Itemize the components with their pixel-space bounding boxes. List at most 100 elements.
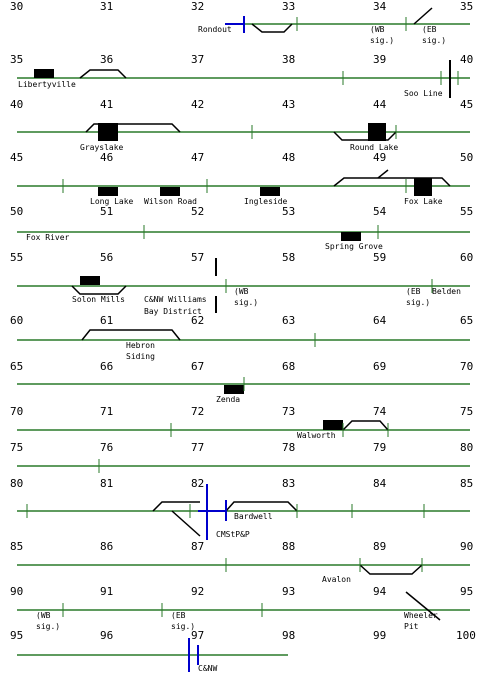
milepost-66: 66 — [100, 360, 113, 373]
milepost-37: 37 — [191, 53, 204, 66]
milepost-50: 50 — [460, 151, 473, 164]
milepost-64: 64 — [373, 314, 387, 327]
milepost-99: 99 — [373, 629, 386, 642]
milepost-42: 42 — [191, 98, 204, 111]
milepost-70: 70 — [460, 360, 473, 373]
station-label-hebron-2: Siding — [126, 352, 155, 361]
row-80-85: 80 81 82 83 84 85 Bardwell CMStP&P — [10, 477, 473, 540]
siding — [79, 69, 127, 79]
signal-label-wb-2: sig.) — [234, 298, 258, 307]
label-cnw-williams-bay-2: Bay District — [144, 307, 202, 316]
label-cmstpp: CMStP&P — [216, 530, 250, 539]
milepost-49: 49 — [373, 151, 386, 164]
station-wilson-road — [160, 187, 180, 196]
label-fox-river: Fox River — [26, 233, 70, 242]
milepost-92: 92 — [191, 585, 204, 598]
milepost-85: 85 — [460, 477, 473, 490]
station-label-long-lake: Long Lake — [90, 197, 134, 206]
milepost-50: 50 — [10, 205, 23, 218]
milepost-83: 83 — [282, 477, 295, 490]
row-50-55: 50 51 52 53 54 55 Fox River Spring Grove — [10, 205, 473, 251]
walworth-siding — [342, 420, 389, 431]
milepost-73: 73 — [282, 405, 295, 418]
row-30-35: 30 31 32 33 34 35 Rondout (WB sig.) (EB … — [10, 0, 473, 45]
milepost-70: 70 — [10, 405, 23, 418]
milepost-63: 63 — [282, 314, 295, 327]
milepost-36: 36 — [100, 53, 113, 66]
bardwell-siding — [225, 501, 298, 512]
milepost-90: 90 — [10, 585, 23, 598]
milepost-94: 94 — [373, 585, 387, 598]
milepost-31: 31 — [100, 0, 113, 13]
milepost-97: 97 — [191, 629, 204, 642]
milepost-79: 79 — [373, 441, 386, 454]
row-60-65: 60 61 62 63 64 65 Hebron Siding — [10, 314, 473, 361]
row-55-60: 55 56 57 58 59 60 Solon Mills C&NW Willi… — [10, 251, 473, 316]
row-85-90: 85 86 87 88 89 90 Avalon — [10, 540, 473, 584]
station-label-avalon: Avalon — [322, 575, 351, 584]
station-grayslake — [98, 123, 118, 141]
station-walworth — [323, 420, 343, 430]
label-cnw: C&NW — [198, 664, 217, 673]
station-round-lake — [368, 123, 386, 141]
milepost-65: 65 — [460, 314, 473, 327]
milepost-34: 34 — [373, 0, 387, 13]
signal-label-eb: (EB — [171, 611, 186, 620]
round-lake-siding — [333, 131, 397, 141]
milepost-40: 40 — [460, 53, 473, 66]
milepost-55: 55 — [460, 205, 473, 218]
milepost-56: 56 — [100, 251, 113, 264]
label-soo-line: Soo Line — [404, 89, 443, 98]
rondout-siding — [251, 23, 293, 33]
milepost-47: 47 — [191, 151, 204, 164]
milepost-40: 40 — [10, 98, 23, 111]
milepost-45: 45 — [460, 98, 473, 111]
station-label-grayslake: Grayslake — [80, 143, 124, 152]
station-label-libertyville: Libertyville — [18, 80, 76, 89]
milepost-81: 81 — [100, 477, 113, 490]
signal-label-wb: (WB — [234, 287, 249, 296]
row-70-75: 70 71 72 73 74 75 Walworth — [10, 405, 473, 440]
wye-track — [152, 501, 200, 512]
milepost-89: 89 — [373, 540, 386, 553]
milepost-69: 69 — [373, 360, 386, 373]
milepost-30: 30 — [10, 0, 23, 13]
station-label-round-lake: Round Lake — [350, 143, 398, 152]
signal-label-wb: (WB — [370, 25, 385, 34]
avalon-siding — [359, 564, 423, 575]
spur-track — [377, 169, 389, 179]
milepost-41: 41 — [100, 98, 113, 111]
station-label-walworth: Walworth — [297, 431, 336, 440]
station-label-solon-mills: Solon Mills — [72, 295, 125, 304]
milepost-35: 35 — [10, 53, 23, 66]
milepost-46: 46 — [100, 151, 113, 164]
hebron-siding — [81, 329, 181, 341]
milepost-43: 43 — [282, 98, 295, 111]
milepost-85: 85 — [10, 540, 23, 553]
milepost-48: 48 — [282, 151, 295, 164]
milepost-52: 52 — [191, 205, 204, 218]
row-45-50: 45 46 47 48 49 50 Long Lake Wilson Road … — [10, 151, 473, 206]
signal-label-eb: (EB — [406, 287, 421, 296]
milepost-61: 61 — [100, 314, 113, 327]
milepost-95: 95 — [10, 629, 23, 642]
milepost-82: 82 — [191, 477, 204, 490]
signal-label-eb-2: sig.) — [171, 622, 195, 631]
station-libertyville — [34, 69, 54, 78]
fox-lake-siding — [333, 177, 451, 187]
milepost-65: 65 — [10, 360, 23, 373]
station-label-fox-lake: Fox Lake — [404, 197, 443, 206]
wheeler-pit-spur — [405, 591, 441, 621]
milepost-60: 60 — [10, 314, 23, 327]
station-label-wheeler-2: Pit — [404, 622, 419, 631]
signal-label-eb-2: sig.) — [422, 36, 446, 45]
station-label-ingleside: Ingleside — [244, 197, 288, 206]
milepost-93: 93 — [282, 585, 295, 598]
station-solon-mills — [80, 276, 100, 285]
milepost-96: 96 — [100, 629, 113, 642]
milepost-78: 78 — [282, 441, 295, 454]
station-fox-lake — [414, 178, 432, 196]
row-95-100: 95 96 97 98 99 100 C&NW — [10, 629, 476, 673]
station-label-hebron: Hebron — [126, 341, 155, 350]
